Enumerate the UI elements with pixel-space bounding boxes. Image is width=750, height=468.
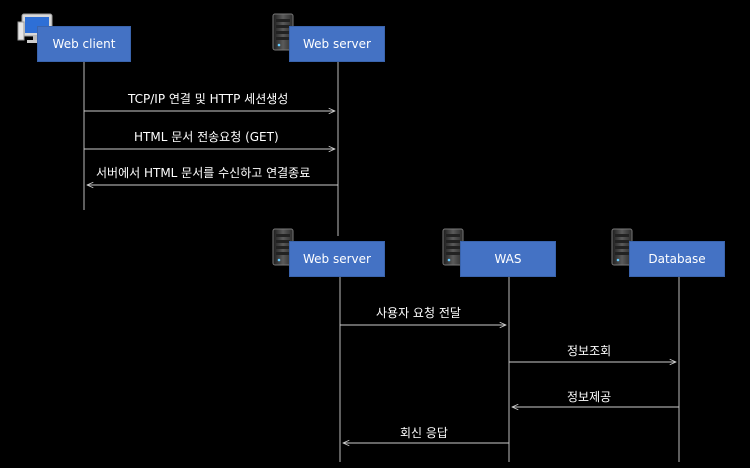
label-reply: 회신 응답 bbox=[400, 426, 448, 440]
label-tcp-connect: TCP/IP 연결 및 HTTP 세션생성 bbox=[128, 92, 289, 106]
server-icon bbox=[272, 228, 294, 266]
database-box: Database bbox=[629, 241, 725, 277]
web-server-box-top: Web server bbox=[289, 26, 385, 62]
server-icon bbox=[611, 228, 633, 266]
label-user-request: 사용자 요청 전달 bbox=[376, 306, 461, 320]
server-icon bbox=[272, 13, 294, 51]
was-box: WAS bbox=[460, 241, 556, 277]
web-server-box-bottom: Web server bbox=[289, 241, 385, 277]
label-info-query: 정보조회 bbox=[567, 344, 612, 358]
label-html-get: HTML 문서 전송요청 (GET) bbox=[134, 130, 279, 144]
label-info-provide: 정보제공 bbox=[567, 390, 612, 404]
label-html-return: 서버에서 HTML 문서를 수신하고 연결종료 bbox=[96, 166, 311, 180]
web-client-box: Web client bbox=[37, 26, 131, 62]
